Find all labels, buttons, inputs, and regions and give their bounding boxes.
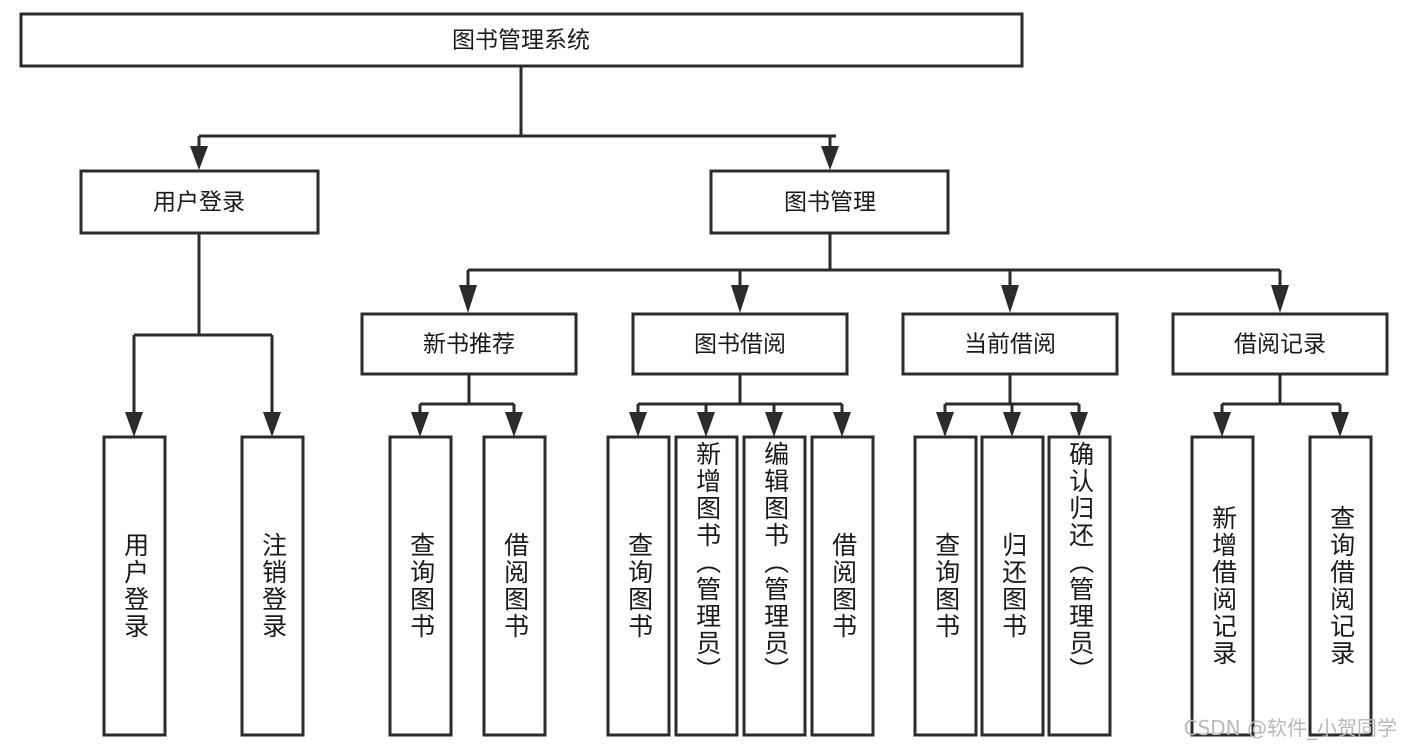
arrow-head-icon: [765, 412, 783, 437]
leaf-box-add-borrow-record[interactable]: [1190, 435, 1255, 737]
leaf-box-edit-book-admin[interactable]: [742, 435, 807, 737]
node-borrow-record-label: 借阅记录: [1234, 332, 1326, 358]
arrow-head-icon: [1271, 285, 1289, 313]
leaf-box-return-book[interactable]: [980, 435, 1045, 737]
edge-book-borrow-to-leaves: [629, 374, 851, 437]
leaf-box-add-book-admin[interactable]: [674, 435, 739, 737]
arrow-head-icon: [821, 146, 839, 170]
arrow-head-icon: [125, 412, 143, 437]
arrow-head-icon: [505, 412, 523, 437]
arrow-head-icon: [1070, 412, 1088, 437]
arrow-head-icon: [731, 285, 749, 313]
arrow-head-icon: [936, 412, 954, 437]
node-borrow-record[interactable]: 借阅记录: [1171, 312, 1389, 376]
leaf-box-user-login[interactable]: [102, 435, 167, 737]
leaf-box-query-book-1[interactable]: [388, 435, 453, 737]
leaf-box-borrow-book-1[interactable]: [482, 435, 547, 737]
node-book-borrow-label: 图书借阅: [694, 332, 786, 358]
arrow-head-icon: [697, 412, 715, 437]
node-new-book-recommend-label: 新书推荐: [423, 332, 515, 358]
node-root-box[interactable]: [19, 12, 1024, 68]
leaf-box-query-book-3[interactable]: [913, 435, 978, 737]
node-root-label: 图书管理系统: [452, 28, 590, 54]
node-book-manage-label: 图书管理: [784, 190, 876, 216]
edge-book-manage-to-level3: [459, 233, 1289, 313]
node-current-borrow-box[interactable]: [901, 312, 1119, 376]
node-user-login-box[interactable]: [79, 169, 320, 235]
node-current-borrow-label: 当前借阅: [964, 332, 1056, 358]
arrow-head-icon: [1003, 412, 1021, 437]
leaf-box-confirm-return-admin[interactable]: [1047, 435, 1112, 737]
arrow-head-icon: [1331, 412, 1349, 437]
arrow-head-icon: [1213, 412, 1231, 437]
leaf-box-query-borrow-record[interactable]: [1308, 435, 1373, 737]
edge-current-borrow-to-leaves: [936, 374, 1088, 437]
arrow-head-icon: [263, 412, 281, 437]
leaf-box-query-book-2[interactable]: [606, 435, 671, 737]
node-root[interactable]: 图书管理系统: [19, 12, 1024, 68]
node-user-login-label: 用户登录: [153, 190, 245, 216]
arrow-head-icon: [629, 412, 647, 437]
leaf-box-borrow-book-2[interactable]: [810, 435, 875, 737]
leaf-box-logout[interactable]: [240, 435, 305, 737]
edge-new-book-to-leaves: [411, 374, 523, 437]
arrow-head-icon: [411, 412, 429, 437]
edge-user-login-to-leaves: [125, 233, 281, 437]
arrow-head-icon: [1001, 285, 1019, 313]
edge-root-to-level2: [190, 66, 839, 170]
node-user-login[interactable]: 用户登录: [79, 169, 320, 235]
node-book-borrow[interactable]: 图书借阅: [631, 312, 849, 376]
arrow-head-icon: [833, 412, 851, 437]
arrow-head-icon: [459, 285, 477, 313]
arrow-head-icon: [190, 146, 208, 170]
node-new-book-recommend-box[interactable]: [360, 312, 578, 376]
edge-borrow-record-to-leaves: [1213, 374, 1349, 437]
node-current-borrow[interactable]: 当前借阅: [901, 312, 1119, 376]
node-new-book-recommend[interactable]: 新书推荐: [360, 312, 578, 376]
node-book-manage[interactable]: 图书管理: [709, 169, 950, 235]
